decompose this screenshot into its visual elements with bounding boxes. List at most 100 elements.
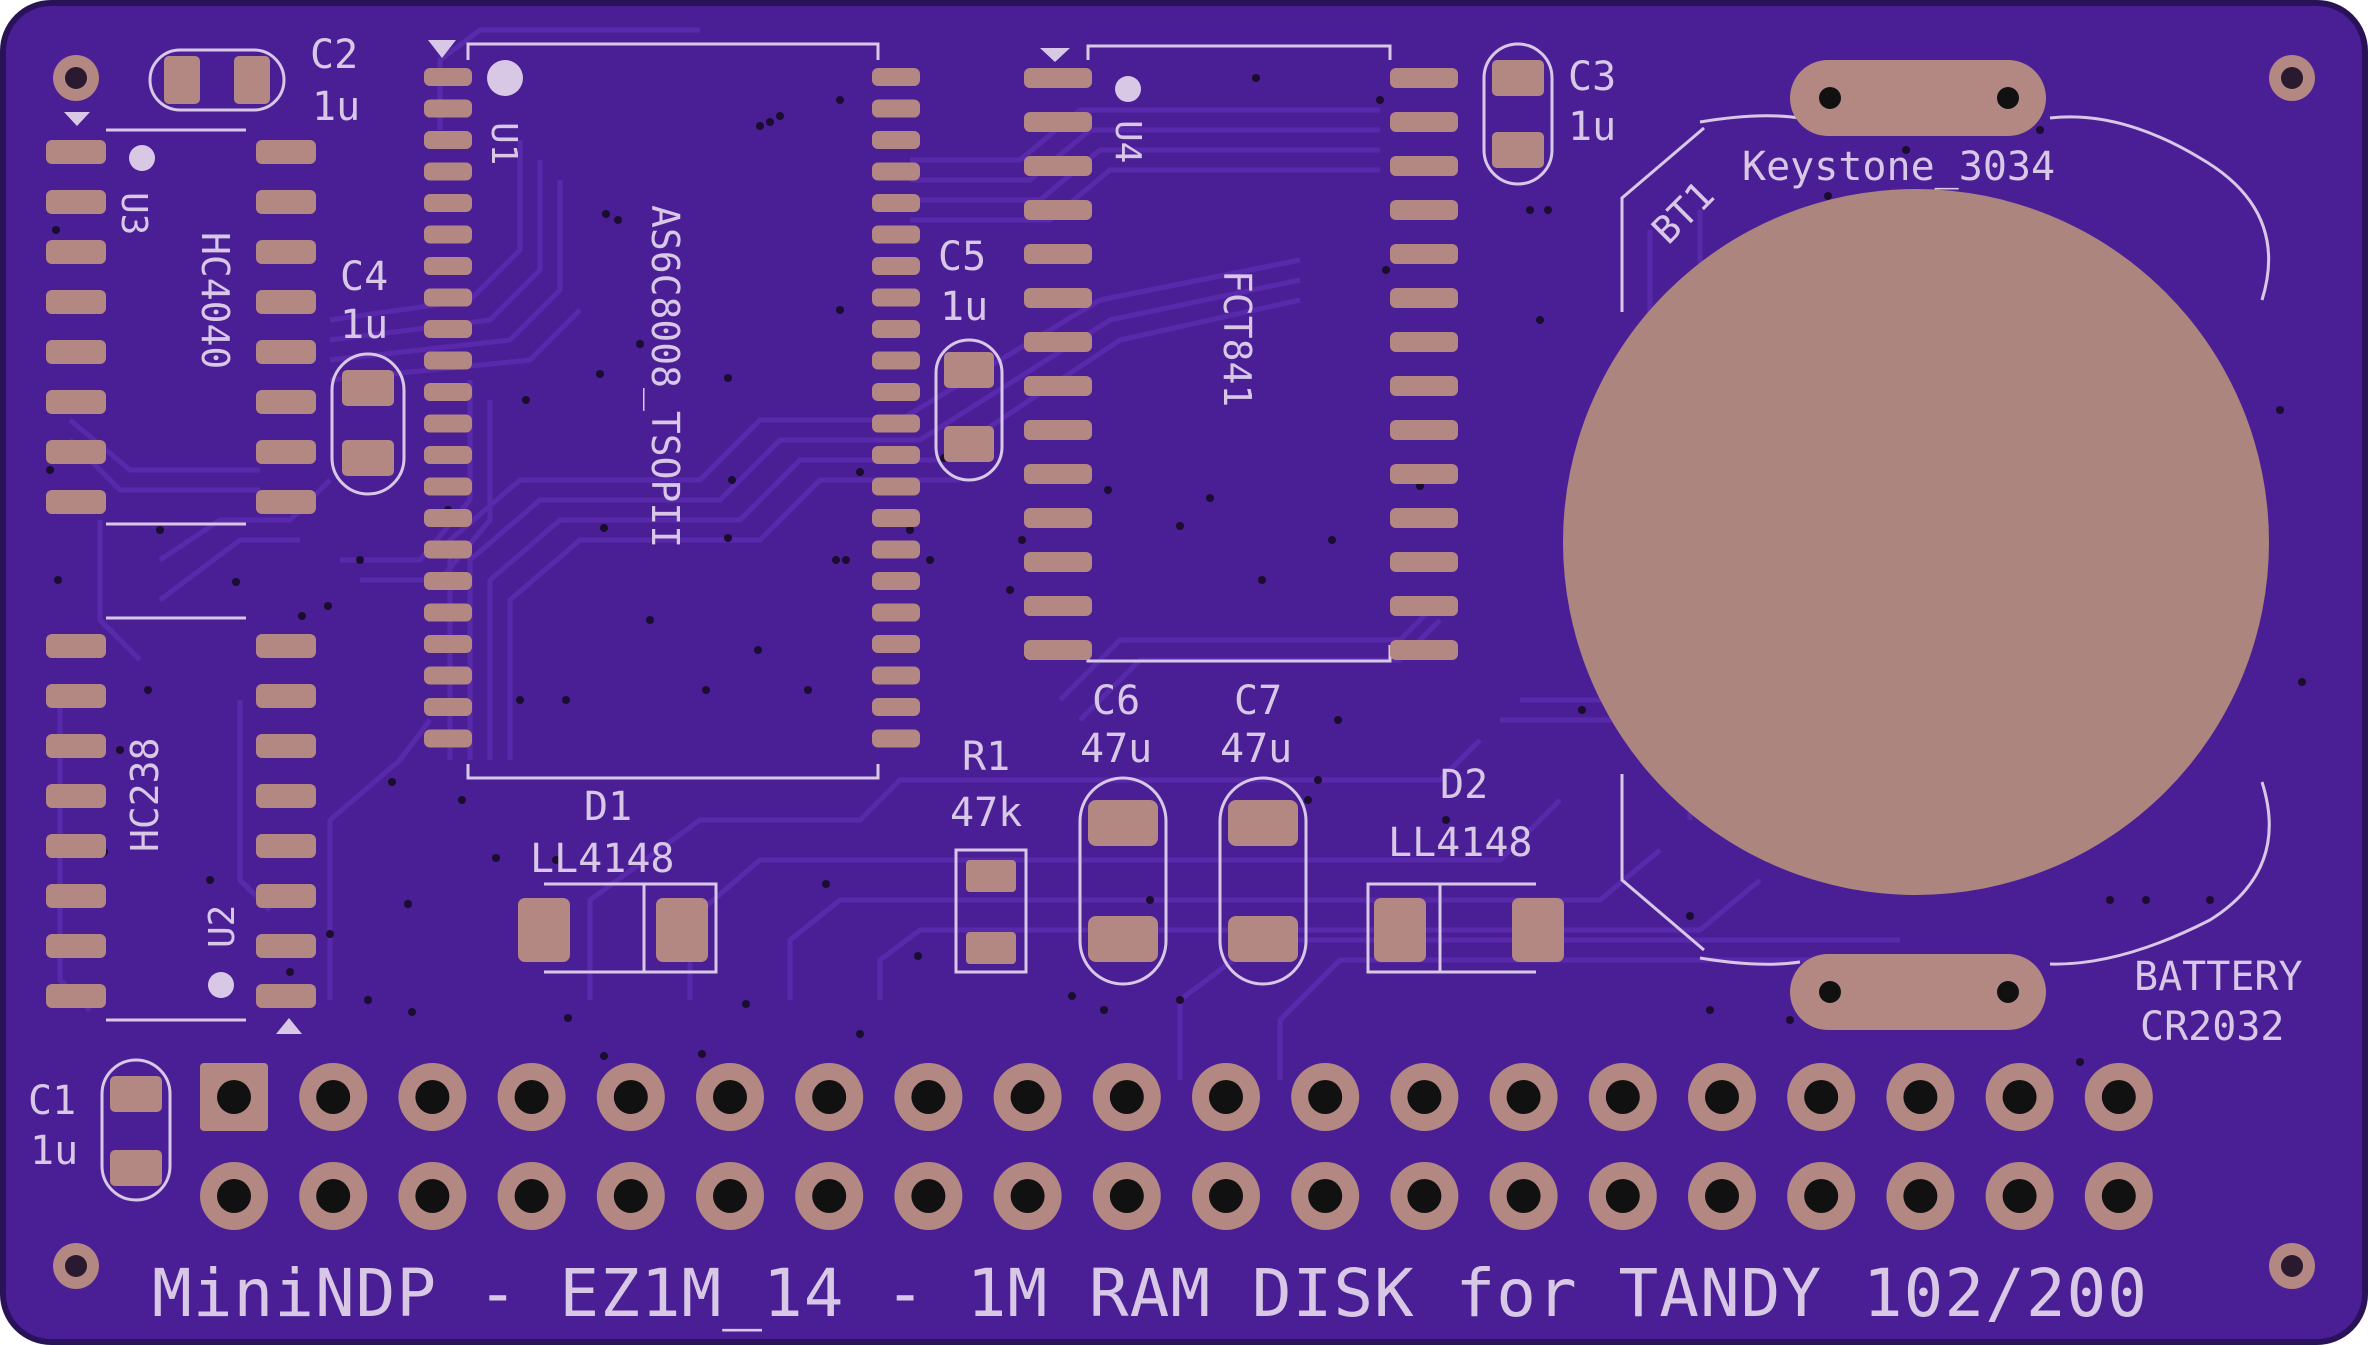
u1-pad bbox=[872, 509, 920, 527]
via bbox=[364, 996, 372, 1004]
via bbox=[1328, 536, 1336, 544]
connector-pin-hole bbox=[217, 1080, 251, 1114]
u2-pad bbox=[46, 884, 106, 908]
u4-pad bbox=[1024, 596, 1092, 616]
via bbox=[1258, 576, 1266, 584]
c3-value: 1u bbox=[1568, 104, 1616, 150]
u1-pad bbox=[424, 414, 472, 433]
via bbox=[822, 880, 830, 888]
via bbox=[1104, 486, 1112, 494]
connector-pin-hole bbox=[1903, 1080, 1938, 1114]
connector-pin-hole bbox=[1605, 1080, 1640, 1114]
via bbox=[836, 96, 844, 104]
via bbox=[766, 118, 774, 126]
u4-ref: U4 bbox=[1107, 120, 1148, 163]
u1-pad bbox=[424, 635, 472, 653]
u1-pad bbox=[424, 99, 472, 118]
u4-pad bbox=[1024, 552, 1092, 572]
c6-value: 47u bbox=[1080, 726, 1152, 772]
connector-pin-hole bbox=[1308, 1080, 1343, 1114]
u1-pad bbox=[872, 320, 920, 338]
u1-pad bbox=[424, 540, 472, 559]
d1-value: LL4148 bbox=[530, 836, 675, 882]
connector-pin-hole bbox=[316, 1080, 351, 1114]
battery-tab-bottom bbox=[1790, 954, 2046, 1030]
connector-pin-hole bbox=[1109, 1179, 1144, 1213]
u3-pad bbox=[46, 290, 106, 314]
via bbox=[2106, 896, 2114, 904]
via bbox=[728, 476, 736, 484]
u4-pad bbox=[1390, 112, 1458, 132]
u1-pad bbox=[424, 351, 472, 370]
via bbox=[286, 968, 294, 976]
u4-pad bbox=[1024, 332, 1092, 352]
u1-pad bbox=[424, 131, 472, 149]
u1-pad bbox=[424, 698, 472, 716]
via bbox=[1536, 316, 1544, 324]
mounting-holes bbox=[53, 55, 2315, 1289]
mounting-hole-tl bbox=[53, 55, 99, 101]
via bbox=[1176, 522, 1184, 530]
via bbox=[2206, 896, 2214, 904]
via bbox=[1252, 74, 1260, 82]
via bbox=[1314, 776, 1322, 784]
u4-pad bbox=[1024, 464, 1092, 484]
u3-pad bbox=[46, 190, 106, 214]
via bbox=[2298, 678, 2306, 686]
via bbox=[836, 306, 844, 314]
u1-pad bbox=[872, 603, 920, 622]
u1-pad bbox=[872, 99, 920, 118]
via bbox=[724, 374, 732, 382]
u3-pad bbox=[256, 290, 316, 314]
connector-pin-hole bbox=[514, 1080, 549, 1114]
via bbox=[856, 468, 864, 476]
via bbox=[1382, 266, 1390, 274]
u3-ref: U3 bbox=[113, 192, 154, 235]
connector-pin-hole bbox=[1209, 1080, 1243, 1114]
via bbox=[2276, 406, 2284, 414]
via bbox=[1544, 206, 1552, 214]
connector-pin-hole bbox=[1705, 1080, 1739, 1114]
u1-pad bbox=[872, 698, 920, 716]
connector-pin-hole bbox=[1804, 1080, 1839, 1114]
u3-pad bbox=[256, 190, 316, 214]
u4-pin1-dot bbox=[1115, 76, 1141, 102]
u2-pad bbox=[256, 734, 316, 758]
via bbox=[324, 602, 332, 610]
via bbox=[856, 1030, 864, 1038]
connector-pin-hole bbox=[1010, 1179, 1045, 1213]
u1-pad bbox=[872, 540, 920, 559]
via bbox=[404, 900, 412, 908]
u1-pad bbox=[872, 288, 920, 307]
via bbox=[232, 578, 240, 586]
u2-pad bbox=[256, 934, 316, 958]
connector-pin-hole bbox=[1804, 1179, 1839, 1213]
via bbox=[458, 796, 466, 804]
c3-capacitor: C3 1u bbox=[1482, 42, 1616, 186]
u3-pad bbox=[46, 340, 106, 364]
via bbox=[206, 876, 214, 884]
connector-pin-hole bbox=[1903, 1179, 1938, 1213]
via bbox=[914, 952, 922, 960]
u2-value: HC238 bbox=[123, 738, 167, 852]
via bbox=[600, 1052, 608, 1060]
u3-pad bbox=[256, 440, 316, 464]
u1-pad bbox=[424, 162, 472, 181]
u4-pad bbox=[1024, 244, 1092, 264]
connector-pin-hole bbox=[415, 1179, 450, 1213]
via bbox=[492, 854, 500, 862]
u1-pad bbox=[872, 729, 920, 748]
u4-pad bbox=[1024, 288, 1092, 308]
u4-pad bbox=[1390, 420, 1458, 440]
u2-pad bbox=[46, 734, 106, 758]
via bbox=[1706, 1006, 1714, 1014]
u1-pad bbox=[872, 635, 920, 653]
via bbox=[298, 612, 306, 620]
u4-pads-left bbox=[1024, 68, 1092, 660]
battery-pad bbox=[1563, 189, 2269, 895]
board-title: MiniNDP - EZ1M_14 - 1M RAM DISK for TAND… bbox=[152, 1255, 2148, 1332]
u1-pad bbox=[872, 446, 920, 464]
via bbox=[754, 646, 762, 654]
u1-chip: U1 AS6C8008_TSOPII bbox=[424, 40, 920, 780]
via bbox=[46, 466, 54, 474]
